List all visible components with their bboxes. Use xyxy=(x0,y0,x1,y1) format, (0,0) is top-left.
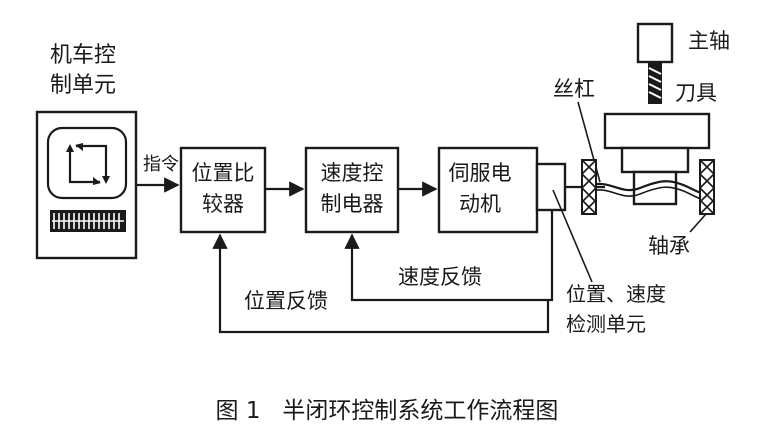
detection-unit-box xyxy=(535,162,567,212)
saddle-upper xyxy=(620,146,690,174)
command-label: 指令 xyxy=(143,154,179,175)
position-comparator-block xyxy=(179,146,267,234)
position-comparator-line1: 位置比 xyxy=(192,161,255,185)
bearing-leader xyxy=(689,213,707,233)
bearing-right xyxy=(699,159,715,215)
figure-caption: 图 1 半闭环控制系统工作流程图 xyxy=(216,398,559,424)
speed-controller-line1: 速度控 xyxy=(321,161,384,185)
speed-controller-line2: 制电器 xyxy=(321,192,384,216)
servo-motor-line2: 动机 xyxy=(459,192,501,216)
servo-motor-line1: 伺服电 xyxy=(449,161,512,185)
detection-unit-line2: 检测单元 xyxy=(566,312,646,336)
tool-label: 刀具 xyxy=(675,81,717,105)
speed-feedback-label: 速度反馈 xyxy=(398,265,482,289)
servo-motor-block xyxy=(437,146,539,234)
bearing-left xyxy=(581,159,597,215)
position-comparator-line2: 较器 xyxy=(202,192,244,216)
detection-unit-line1: 位置、速度 xyxy=(566,282,666,306)
spindle-head xyxy=(636,22,674,64)
detection-leader-line xyxy=(552,189,593,283)
worktable xyxy=(603,112,711,150)
bearing-label: 轴承 xyxy=(648,234,690,258)
controller-unit xyxy=(35,110,138,260)
spindle-label: 主轴 xyxy=(688,29,730,53)
controller-label-line2: 制单元 xyxy=(50,73,116,98)
rotation-icon xyxy=(66,143,110,185)
controller-screen xyxy=(46,126,128,200)
position-feedback-loop xyxy=(212,233,550,334)
speed-controller-block xyxy=(304,146,400,234)
position-feedback-label: 位置反馈 xyxy=(244,289,328,313)
controller-label-line1: 机车控 xyxy=(50,43,116,68)
speed-feedback-loop xyxy=(344,210,554,302)
lead-screw-label: 丝杠 xyxy=(553,77,595,101)
keyboard-icon xyxy=(50,210,126,232)
